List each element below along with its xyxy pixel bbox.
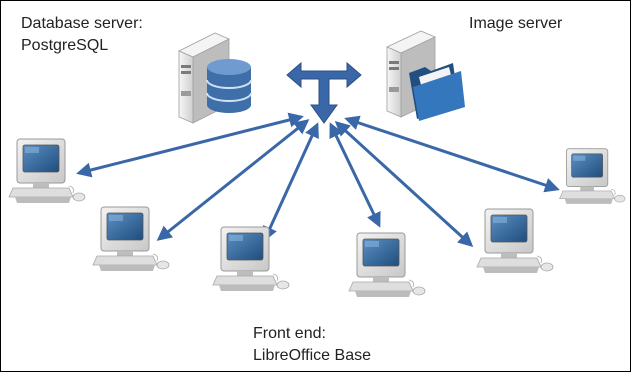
image-server-icon [386, 30, 465, 121]
desktop-computer-icon [212, 226, 290, 292]
image-server-label: Image server [469, 13, 562, 35]
connections [76, 112, 560, 248]
desktop-computer-icon [559, 148, 626, 205]
image-server-label-text: Image server [469, 15, 563, 32]
desktop-computer-icon [92, 206, 170, 272]
database-server-icon [178, 32, 252, 124]
connection-arrow-1 [76, 112, 304, 178]
database-cylinder-icon [206, 59, 252, 113]
folder-icon [409, 63, 465, 121]
connection-arrow-2 [156, 119, 310, 241]
front-end-label: Front end: LibreOffice Base [253, 323, 371, 367]
desktop-computer-icon [348, 232, 426, 298]
client-computers [8, 138, 626, 298]
desktop-computer-icon [8, 138, 86, 204]
connection-arrow-5 [334, 120, 474, 248]
database-server-label-line2: PostgreSQL [21, 37, 109, 54]
front-end-label-line2: LibreOffice Base [253, 347, 371, 364]
connection-arrow-6 [344, 115, 560, 193]
connection-arrow-3 [263, 122, 319, 242]
desktop-computer-icon [476, 208, 554, 274]
database-server-label-line1: Database server: [21, 15, 143, 32]
front-end-label-line1: Front end: [253, 325, 326, 342]
t-junction-arrow-icon [286, 61, 362, 124]
database-server-label: Database server: PostgreSQL [21, 13, 143, 57]
